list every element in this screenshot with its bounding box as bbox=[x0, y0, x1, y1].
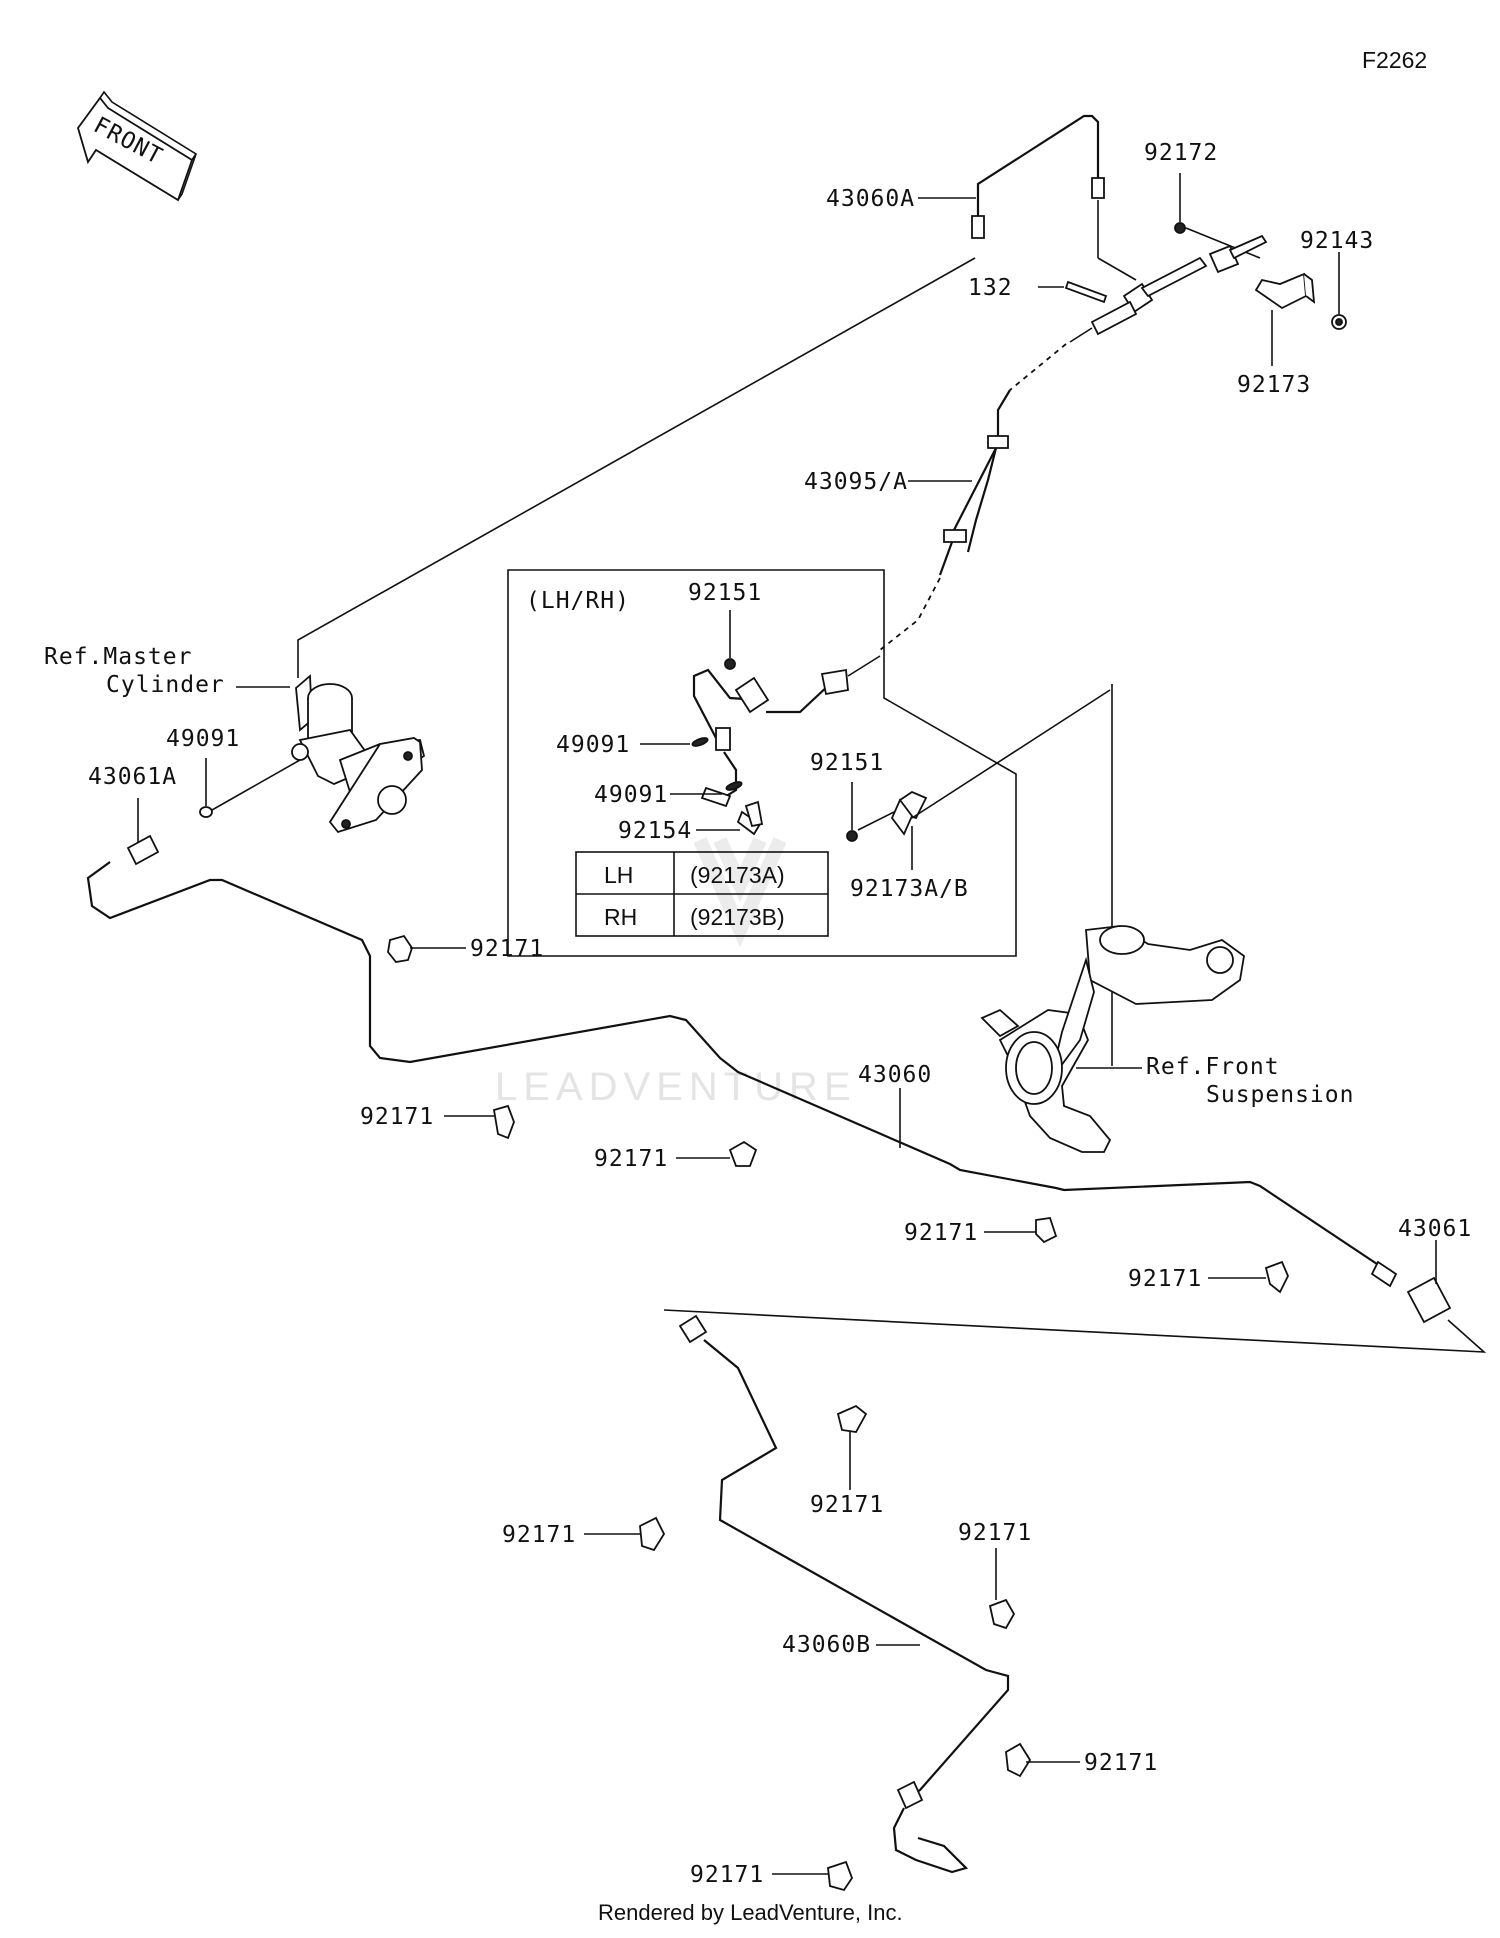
label-92171-2: 92171 bbox=[360, 1104, 434, 1130]
label-92171-9: 92171 bbox=[1084, 1750, 1158, 1776]
inset-brake-hose bbox=[692, 655, 881, 836]
front-direction-arrow-icon: FRONT bbox=[77, 90, 198, 202]
brake-line-43060B bbox=[678, 1314, 1010, 1874]
bracket-92173 bbox=[1254, 272, 1316, 366]
clip-92171-9 bbox=[1005, 1742, 1080, 1778]
master-cylinder bbox=[236, 674, 426, 834]
junction-block bbox=[1069, 200, 1268, 343]
label-92171-8: 92171 bbox=[958, 1520, 1032, 1546]
label-92171-1: 92171 bbox=[470, 936, 544, 962]
cable-43095A bbox=[879, 343, 1067, 651]
side-part-table: LH (92173A) RH (92173B) bbox=[575, 851, 829, 937]
label-43095A: 43095/A bbox=[804, 469, 908, 495]
label-43060: 43060 bbox=[858, 1062, 932, 1088]
clip-92171-1 bbox=[387, 934, 466, 963]
front-suspension-knuckle bbox=[980, 684, 1245, 1153]
ref-front-line1: Ref.Front bbox=[1146, 1054, 1280, 1080]
clip-92171-10 bbox=[772, 1860, 854, 1892]
label-49091-master: 49091 bbox=[166, 726, 240, 752]
clip-92171-7 bbox=[584, 1516, 666, 1552]
label-92151-top: 92151 bbox=[688, 580, 762, 606]
label-92171-5: 92171 bbox=[1128, 1266, 1202, 1292]
label-92171-4: 92171 bbox=[904, 1220, 978, 1246]
label-92171-7: 92171 bbox=[502, 1522, 576, 1548]
table-lh-side: LH bbox=[604, 862, 633, 888]
clip-92171-2 bbox=[444, 1104, 515, 1140]
brake-line-43060 bbox=[86, 861, 1398, 1288]
label-92151-right: 92151 bbox=[810, 750, 884, 776]
clip-92171-5 bbox=[1208, 1260, 1289, 1294]
label-92172: 92172 bbox=[1144, 140, 1218, 166]
label-132: 132 bbox=[968, 275, 1013, 301]
table-rh-part: (92173B) bbox=[690, 904, 785, 930]
footer-credit: Rendered by LeadVenture, Inc. bbox=[598, 1900, 903, 1925]
label-49091-inset-b: 49091 bbox=[594, 782, 668, 808]
label-92173AB: 92173A/B bbox=[850, 876, 969, 902]
label-92171-6: 92171 bbox=[810, 1492, 884, 1518]
label-92173: 92173 bbox=[1237, 372, 1311, 398]
watermark-text: LEADVENTURE bbox=[495, 1065, 857, 1109]
label-43060B: 43060B bbox=[782, 1632, 871, 1658]
label-92171-10: 92171 bbox=[690, 1862, 764, 1888]
clip-92171-4 bbox=[984, 1217, 1058, 1244]
ref-master-line2: Cylinder bbox=[106, 672, 225, 698]
table-rh-side: RH bbox=[604, 904, 637, 930]
clip-92171-6 bbox=[836, 1404, 868, 1490]
bolt-132 bbox=[1038, 280, 1108, 304]
inset-title: (LH/RH) bbox=[526, 588, 630, 614]
label-43060A: 43060A bbox=[826, 186, 915, 212]
ref-front-line2: Suspension bbox=[1206, 1082, 1354, 1108]
brake-line-43060A bbox=[971, 114, 1105, 239]
table-lh-part: (92173A) bbox=[690, 862, 785, 888]
label-92154: 92154 bbox=[618, 818, 692, 844]
label-43061A: 43061A bbox=[88, 764, 177, 790]
clip-92171-8 bbox=[988, 1548, 1016, 1630]
clip-92171-3 bbox=[676, 1140, 758, 1167]
inset-lh-rh: (LH/RH) 92151 49091 49091 92154 bbox=[507, 569, 1111, 957]
label-92143: 92143 bbox=[1300, 228, 1374, 254]
ref-master-line1: Ref.Master bbox=[44, 644, 192, 670]
diagram-id: F2262 bbox=[1362, 47, 1427, 73]
nut-92143 bbox=[1331, 252, 1347, 330]
label-49091-inset-a: 49091 bbox=[556, 732, 630, 758]
watermark: LEADVENTURE bbox=[495, 837, 857, 1109]
label-43061: 43061 bbox=[1398, 1216, 1472, 1242]
label-92171-3: 92171 bbox=[594, 1146, 668, 1172]
bolt-92172 bbox=[1174, 173, 1186, 234]
